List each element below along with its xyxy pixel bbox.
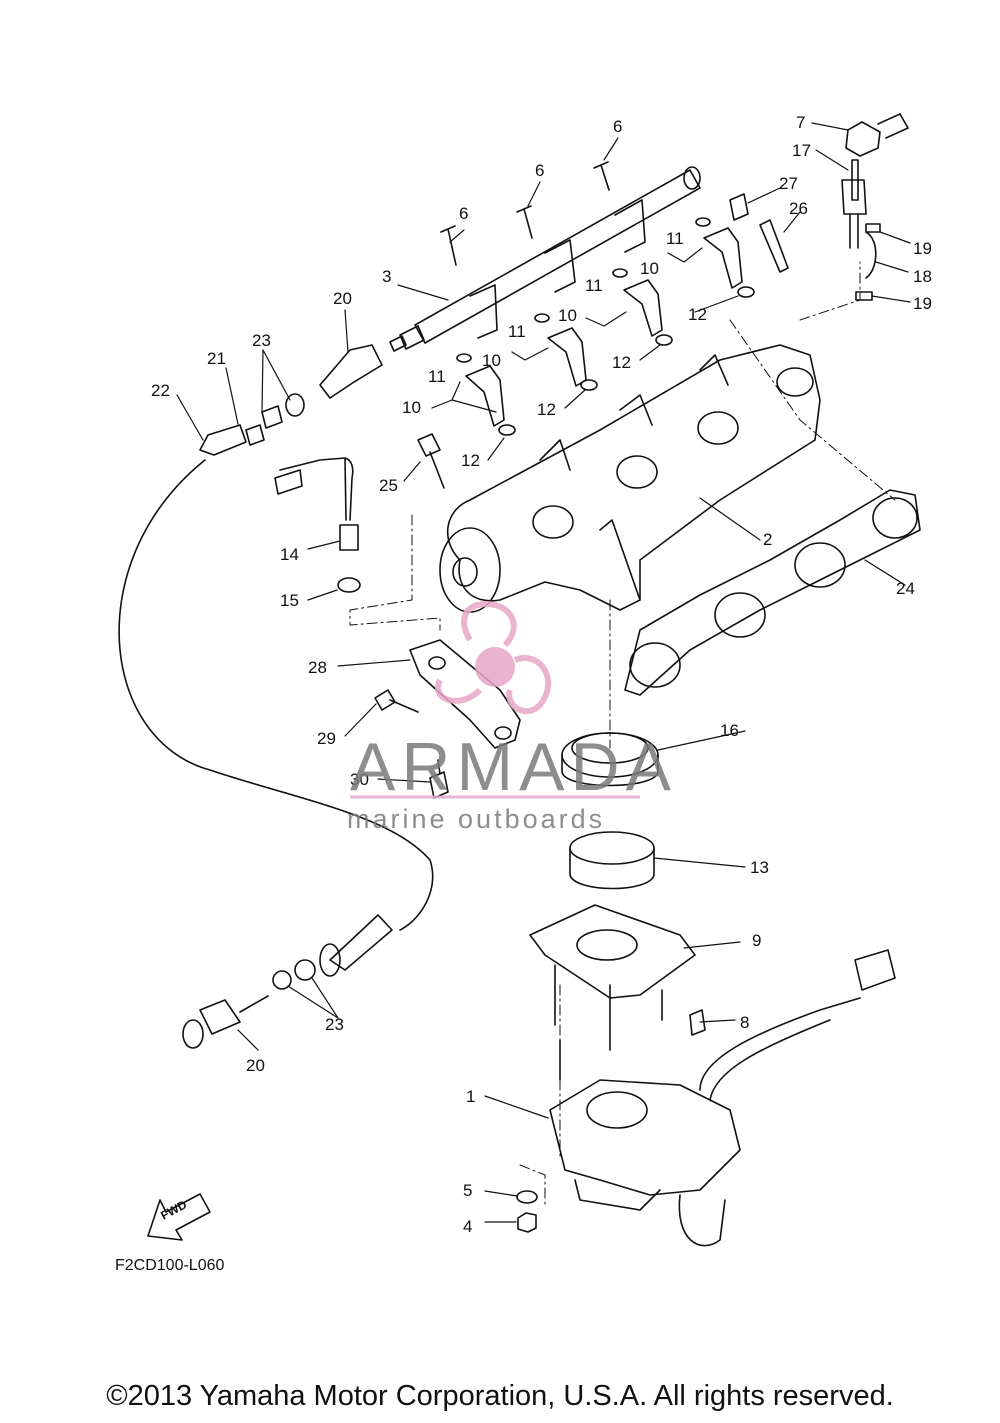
intake-manifold <box>439 344 821 613</box>
callout-12: 12 <box>461 451 480 470</box>
callout-6: 6 <box>613 117 623 136</box>
callout-26: 26 <box>789 199 808 218</box>
callout-19: 19 <box>913 239 932 258</box>
callout-11: 11 <box>585 276 603 295</box>
callout-12: 12 <box>612 353 631 372</box>
callout-11: 11 <box>428 367 446 386</box>
alignment-lines <box>349 261 896 1206</box>
callout-20: 20 <box>246 1056 265 1075</box>
lower-fittings <box>182 914 393 1049</box>
callout-22: 22 <box>151 381 170 400</box>
pressure-sensor-assembly <box>841 113 909 301</box>
callout-17: 17 <box>792 141 811 160</box>
stud-bolt <box>759 219 789 273</box>
copyright-notice: ©2013 Yamaha Motor Corporation, U.S.A. A… <box>106 1380 894 1412</box>
watermark-brand: ARMADA <box>350 729 677 805</box>
callout-15: 15 <box>280 591 299 610</box>
manifold-gasket <box>624 489 921 696</box>
callout-5: 5 <box>463 1181 473 1200</box>
callout-8: 8 <box>740 1013 750 1032</box>
upper-fittings <box>199 344 383 456</box>
washer <box>516 1190 538 1204</box>
watermark-tagline: marine outboards <box>347 804 606 834</box>
callout-6: 6 <box>459 204 469 223</box>
callout-12: 12 <box>688 305 707 324</box>
callout-28: 28 <box>308 658 327 677</box>
callout-10: 10 <box>482 351 501 370</box>
callout-21: 21 <box>207 349 226 368</box>
fwd-arrow <box>147 1193 211 1241</box>
callout-25: 25 <box>379 476 398 495</box>
throttle-body <box>549 949 896 1247</box>
callout-27: 27 <box>779 174 798 193</box>
callout-10: 10 <box>558 306 577 325</box>
callout-13: 13 <box>750 858 769 877</box>
callout-1: 1 <box>466 1087 476 1106</box>
temp-sensor <box>274 457 361 593</box>
callout-24: 24 <box>896 579 915 598</box>
throttle-gasket-plate <box>529 904 706 1081</box>
callout-6: 6 <box>535 161 545 180</box>
callout-23: 23 <box>252 331 271 350</box>
fuel-rail <box>389 166 701 352</box>
filter-screen <box>569 831 655 890</box>
callout-18: 18 <box>913 267 932 286</box>
callout-19: 19 <box>913 294 932 313</box>
callout-9: 9 <box>752 931 762 950</box>
leader-lines <box>176 122 911 1223</box>
cap-nut <box>729 193 749 221</box>
injectors <box>456 217 755 436</box>
callout-11: 11 <box>508 322 526 341</box>
manifold-bolt <box>417 433 445 489</box>
callout-3: 3 <box>382 267 392 286</box>
nut <box>517 1212 537 1233</box>
callout-7: 7 <box>796 113 806 132</box>
callout-10: 10 <box>640 259 659 278</box>
watermark-logo <box>435 601 552 715</box>
callout-12: 12 <box>537 400 556 419</box>
callout-11: 11 <box>666 229 684 248</box>
callout-4: 4 <box>463 1217 473 1236</box>
callout-20: 20 <box>333 289 352 308</box>
rail-bolts <box>440 161 610 266</box>
hose <box>118 459 434 931</box>
callout-23: 23 <box>325 1015 344 1034</box>
callout-29: 29 <box>317 729 336 748</box>
drawing-code: F2CD100-L060 <box>115 1257 225 1274</box>
callout-30: 30 <box>350 770 369 789</box>
callout-2: 2 <box>763 530 773 549</box>
callout-16: 16 <box>720 721 739 740</box>
seal-ring <box>561 732 659 787</box>
callout-10: 10 <box>402 398 421 417</box>
leader-brackets <box>431 247 703 413</box>
callout-14: 14 <box>280 545 299 564</box>
